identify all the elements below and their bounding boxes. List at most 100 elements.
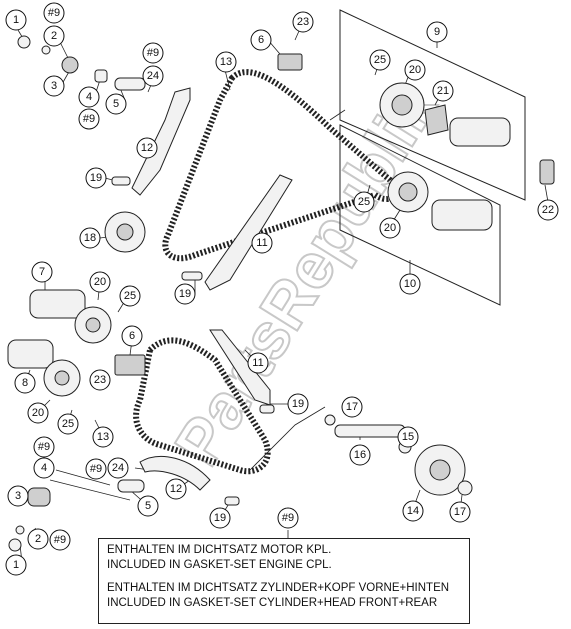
callout-17: 17	[449, 501, 471, 523]
shaft-pin	[114, 77, 146, 91]
chain-tensioner-lower	[114, 354, 146, 376]
callout-1: 1	[5, 9, 27, 31]
chain-tensioner-rail-upper	[131, 87, 191, 196]
callout-12: 12	[136, 137, 158, 159]
callout-14: 14	[402, 500, 424, 522]
svg-text:#9: #9	[83, 113, 95, 125]
svg-text:25: 25	[62, 418, 74, 430]
camshaft-upper-2	[431, 199, 493, 231]
callout-7: 7	[31, 261, 53, 283]
svg-text:11: 11	[256, 237, 267, 249]
callout-13: 13	[92, 426, 114, 448]
svg-text:8: 8	[22, 377, 28, 389]
svg-text:#9: #9	[282, 512, 294, 524]
callout-9-ref: #9	[78, 108, 100, 130]
bolt-19-right	[259, 404, 275, 414]
callout-22: 22	[537, 199, 559, 221]
group-box-10	[339, 124, 501, 306]
nut	[17, 35, 31, 49]
callout-11: 11	[251, 232, 273, 254]
camshaft-gear-upper-1-hub	[391, 94, 413, 116]
svg-text:#9: #9	[48, 7, 60, 19]
callout-18: 18	[79, 227, 101, 249]
callout-3: 3	[7, 485, 29, 507]
callout-3: 3	[43, 75, 65, 97]
callout-19: 19	[174, 283, 196, 305]
callout-6: 6	[121, 325, 143, 347]
svg-text:22: 22	[542, 204, 554, 216]
svg-text:11: 11	[252, 357, 263, 369]
note-line-de-engine: ENTHALTEN IM DICHTSATZ MOTOR KPL.	[107, 544, 332, 556]
camshaft-gear-upper-2-hub	[398, 182, 418, 202]
callout-24: 24	[142, 65, 164, 87]
callout-13: 13	[215, 51, 237, 73]
callout-25: 25	[369, 49, 391, 71]
callout-9-ref: #9	[43, 2, 65, 24]
svg-text:19: 19	[90, 172, 102, 184]
timing-chain-lower	[133, 337, 271, 475]
svg-text:25: 25	[358, 196, 370, 208]
svg-text:3: 3	[15, 490, 21, 502]
svg-text:1: 1	[13, 14, 19, 26]
svg-text:#9: #9	[90, 463, 102, 475]
camshaft-lower-2	[7, 339, 54, 369]
svg-text:20: 20	[409, 64, 421, 76]
svg-text:25: 25	[124, 290, 136, 302]
svg-text:19: 19	[179, 288, 191, 300]
svg-text:3: 3	[51, 80, 57, 92]
callout-21: 21	[432, 80, 454, 102]
note-spacer	[107, 573, 461, 581]
svg-text:9: 9	[434, 26, 440, 38]
bolt-19-upper	[111, 176, 131, 186]
callout-23: 23	[89, 369, 111, 391]
svg-text:16: 16	[354, 449, 366, 461]
bolt-19-middle	[181, 271, 203, 281]
callout-20: 20	[404, 59, 426, 81]
chain-guide-rail-upper	[204, 174, 293, 291]
svg-text:2: 2	[35, 533, 41, 545]
gasket-set-note: ENTHALTEN IM DICHTSATZ MOTOR KPL. INCLUD…	[98, 538, 470, 624]
idler-gear-lower	[27, 487, 51, 507]
svg-text:12: 12	[170, 483, 182, 495]
chain-guide-rail-lower	[209, 329, 271, 406]
svg-text:6: 6	[129, 330, 135, 342]
callout-20: 20	[89, 271, 111, 293]
svg-text:6: 6	[258, 34, 264, 46]
svg-text:13: 13	[97, 431, 109, 443]
camshaft-lower-1	[29, 289, 86, 319]
svg-text:18: 18	[84, 232, 96, 244]
callout-25: 25	[353, 191, 375, 213]
bushing	[94, 69, 108, 83]
callout-20: 20	[379, 217, 401, 239]
callout-11: 11	[247, 352, 269, 374]
washer-lower	[15, 525, 25, 535]
svg-text:4: 4	[41, 462, 47, 474]
idler-gear-small	[61, 56, 79, 74]
callout-19: 19	[287, 393, 309, 415]
svg-text:5: 5	[113, 98, 119, 110]
callout-9: 9	[426, 21, 448, 43]
svg-text:13: 13	[220, 56, 232, 68]
callout-5: 5	[137, 495, 159, 517]
intermediate-shaft-16	[334, 424, 406, 438]
chain-tensioner-upper	[277, 53, 303, 71]
chain-tensioner-rail-lower	[139, 455, 211, 491]
callout-9-ref: #9	[277, 507, 299, 529]
svg-text:20: 20	[94, 276, 106, 288]
callout-5: 5	[105, 93, 127, 115]
callout-8: 8	[14, 372, 36, 394]
callout-19: 19	[85, 167, 107, 189]
callout-2: 2	[27, 528, 49, 550]
svg-text:21: 21	[437, 85, 449, 97]
svg-text:19: 19	[292, 398, 304, 410]
callout-12: 12	[165, 478, 187, 500]
callout-9-ref: #9	[142, 42, 164, 64]
svg-text:#9: #9	[147, 47, 159, 59]
note-line-en-engine: INCLUDED IN GASKET-SET ENGINE CPL.	[107, 559, 332, 571]
svg-text:2: 2	[51, 30, 57, 42]
camshaft-gear-lower-2-hub	[54, 370, 70, 386]
svg-text:20: 20	[384, 222, 396, 234]
callout-9-ref: #9	[49, 529, 71, 551]
bolt-19-lower	[224, 496, 240, 506]
